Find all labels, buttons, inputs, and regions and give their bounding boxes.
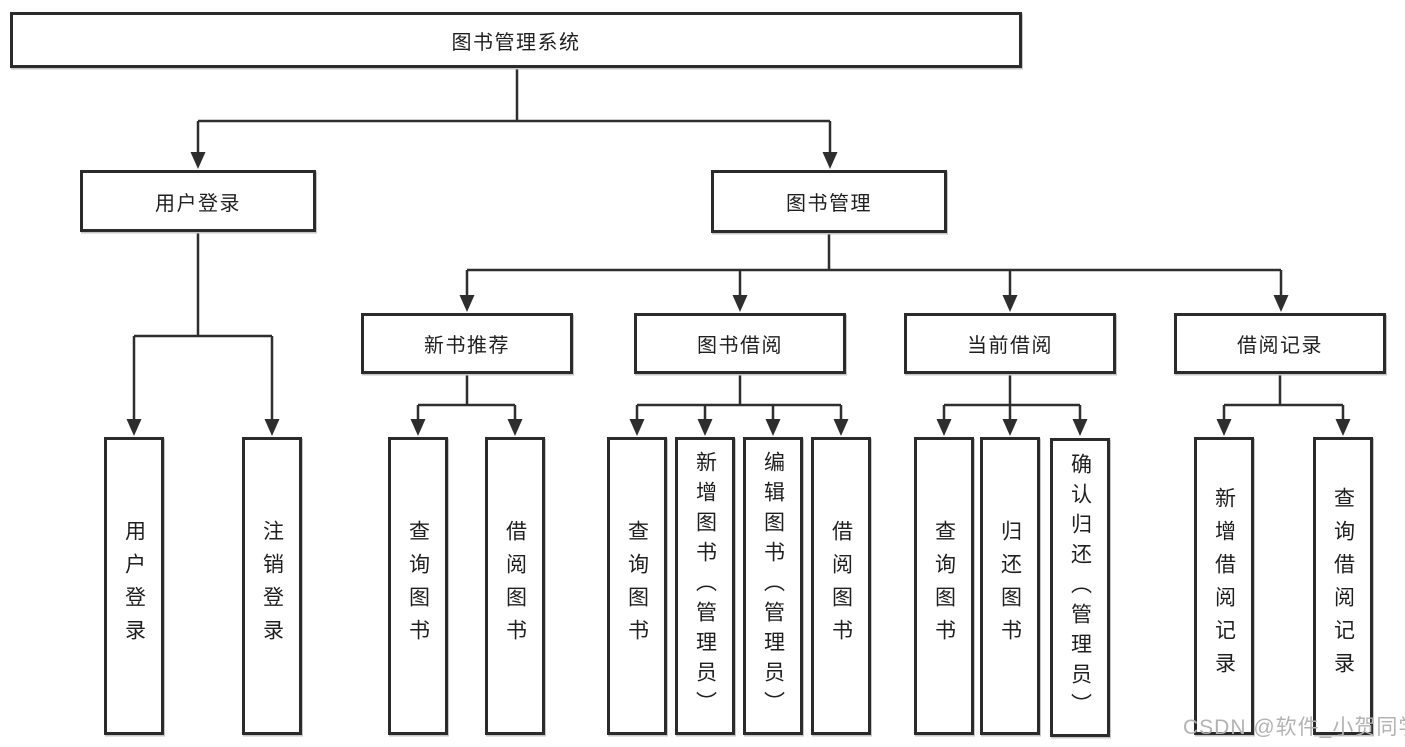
leaf-query-books-borrow-label: 查询图书 — [625, 520, 649, 652]
leaf-borrow-books-borrow: 借阅图书 — [811, 437, 871, 735]
leaf-return-book: 归还图书 — [980, 437, 1040, 735]
node-borrowing-records-label: 借阅记录 — [1237, 335, 1323, 357]
leaf-edit-book-admin: 编辑图书（管理员） — [743, 437, 803, 735]
node-user-login: 用户登录 — [80, 170, 316, 232]
leaf-query-books-rec-label: 查询图书 — [406, 520, 430, 652]
csdn-watermark: CSDN @软件_小贺同学 — [1183, 716, 1405, 739]
leaf-logout-label: 注销登录 — [260, 520, 284, 652]
leaf-edit-book-admin-label: 编辑图书（管理员） — [761, 451, 785, 721]
node-user-login-label: 用户登录 — [155, 192, 241, 215]
node-book-management: 图书管理 — [711, 170, 947, 233]
leaf-return-book-label: 归还图书 — [998, 520, 1022, 652]
node-book-borrowing-label: 图书借阅 — [697, 335, 783, 357]
leaf-query-books-borrow: 查询图书 — [607, 437, 667, 735]
leaf-add-borrow-record-label: 新增借阅记录 — [1212, 487, 1236, 685]
leaf-borrow-books-rec-label: 借阅图书 — [503, 520, 527, 652]
leaf-borrow-books-borrow-label: 借阅图书 — [829, 520, 853, 652]
leaf-query-books-current-label: 查询图书 — [932, 520, 956, 652]
leaf-add-borrow-record: 新增借阅记录 — [1194, 437, 1254, 735]
node-current-borrowing: 当前借阅 — [904, 313, 1116, 374]
leaf-query-borrow-record-label: 查询借阅记录 — [1331, 487, 1355, 685]
leaf-confirm-return-admin-label: 确认归还（管理员） — [1068, 452, 1092, 723]
leaf-add-book-admin-label: 新增图书（管理员） — [693, 451, 717, 721]
node-new-book-recommendation: 新书推荐 — [361, 313, 573, 374]
leaf-query-borrow-record: 查询借阅记录 — [1313, 437, 1373, 735]
leaf-add-book-admin: 新增图书（管理员） — [675, 437, 735, 735]
node-root-label: 图书管理系统 — [451, 31, 581, 54]
leaf-logout: 注销登录 — [242, 437, 302, 735]
node-new-book-recommendation-label: 新书推荐 — [424, 335, 510, 357]
leaf-query-books-current: 查询图书 — [914, 437, 974, 735]
node-borrowing-records: 借阅记录 — [1174, 313, 1386, 374]
leaf-borrow-books-rec: 借阅图书 — [485, 437, 545, 735]
leaf-confirm-return-admin: 确认归还（管理员） — [1050, 438, 1110, 737]
leaf-user-login: 用户登录 — [104, 437, 164, 735]
node-book-management-label: 图书管理 — [786, 193, 872, 215]
leaf-query-books-rec: 查询图书 — [388, 437, 448, 735]
node-root: 图书管理系统 — [10, 12, 1022, 68]
node-current-borrowing-label: 当前借阅 — [967, 335, 1053, 357]
node-book-borrowing: 图书借阅 — [634, 313, 846, 374]
leaf-user-login-label: 用户登录 — [122, 520, 146, 652]
